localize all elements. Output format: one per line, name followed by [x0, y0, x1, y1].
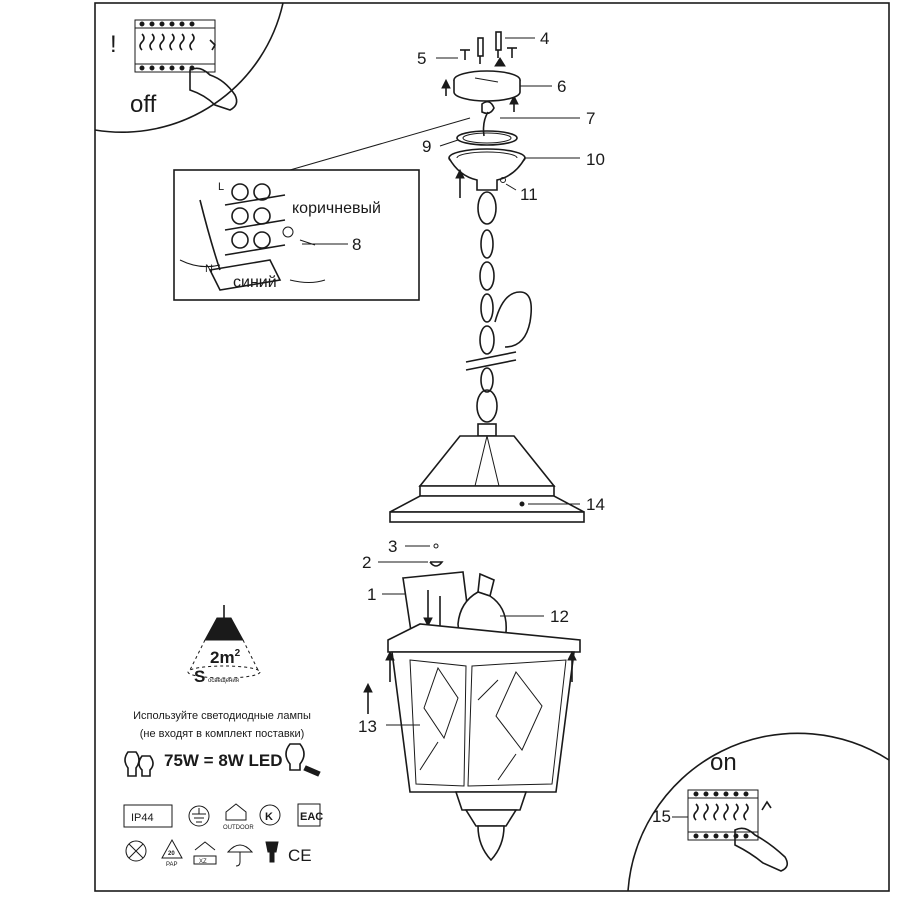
switch-on-inset: on 15 — [627, 732, 890, 892]
callout-11: 11 — [520, 185, 538, 204]
wire-connector-icon — [481, 100, 495, 137]
area-caption: освещения — [208, 678, 239, 684]
callout-1: 1 — [367, 585, 376, 604]
page-frame — [94, 2, 890, 892]
callout-14: 14 — [586, 495, 605, 514]
hand-on-icon — [734, 800, 789, 872]
breaker-block-off-icon — [134, 19, 216, 73]
switch-off-label: off — [130, 91, 157, 118]
switch-on-label: on — [710, 749, 737, 776]
eac-badge — [297, 803, 321, 827]
no-dispose-icon — [125, 840, 147, 862]
switch-off-inset: ! off — [94, 2, 284, 133]
mount-screws-icon — [441, 31, 519, 112]
cert-row-1: IP44 OUTDOOR K EAC — [123, 803, 323, 831]
svg-text:20: 20 — [168, 851, 175, 857]
lantern-cap — [389, 423, 585, 523]
live-mark: L — [218, 181, 224, 193]
brown-wire-label: коричневый — [292, 200, 381, 217]
svg-text:XZ: XZ — [199, 859, 207, 865]
hand-off-icon — [189, 39, 238, 111]
illumination-area: 2m2 S освещения — [187, 605, 261, 686]
callout-6: 6 — [557, 77, 566, 96]
incandescent-bulbs-icon — [124, 751, 154, 777]
cert-row-2: 20 PAP XZ CE — [125, 838, 312, 868]
svg-text:OUTDOOR: OUTDOOR — [223, 825, 254, 831]
led-bulb-icon — [285, 743, 321, 777]
svg-text:EAC: EAC — [300, 811, 323, 823]
wiring-detail: L N коричневый 8 синий — [173, 117, 471, 301]
lantern-body — [387, 623, 581, 862]
canopy-cup — [448, 148, 526, 191]
callout-5: 5 — [417, 49, 426, 68]
pendant-lamp-icon — [204, 617, 244, 641]
led-equivalence: 75W = 8W LED — [164, 751, 283, 770]
ks-mark-icon: K — [259, 804, 281, 826]
callout-4: 4 — [540, 29, 549, 48]
chain — [465, 191, 533, 423]
led-note-line1: Используйте светодиодные лампы — [133, 710, 311, 722]
area-value: 2m2 — [210, 648, 241, 667]
ce-mark: CE — [288, 846, 312, 865]
umbrella-icon — [226, 844, 254, 867]
area-symbol: S — [194, 667, 205, 686]
breaker-block-on-icon — [687, 789, 759, 841]
gasket-ring — [456, 130, 518, 146]
blue-wire-label: синий — [233, 274, 277, 291]
ground-icon — [188, 805, 210, 827]
ceiling-plate — [453, 70, 521, 102]
outdoor-house-icon: OUTDOOR — [223, 803, 254, 831]
callout-2: 2 — [362, 553, 371, 572]
svg-text:K: K — [265, 811, 273, 823]
callout-7: 7 — [586, 109, 595, 128]
glass-fragile-icon — [265, 841, 279, 863]
callout-9: 9 — [422, 137, 431, 156]
xz-icon: XZ — [193, 841, 217, 865]
led-note-line2: (не входят в комплект поставки) — [140, 728, 305, 740]
warning-mark: ! — [110, 31, 117, 58]
ip-rating-badge — [123, 804, 173, 828]
recycle-icon: 20 PAP — [161, 838, 183, 868]
callout-8: 8 — [352, 235, 361, 254]
callout-3: 3 — [388, 537, 397, 556]
svg-text:PAP: PAP — [166, 862, 178, 868]
callout-12: 12 — [550, 607, 569, 626]
terminal-block-icon — [199, 183, 294, 291]
callout-15: 15 — [652, 807, 671, 826]
callout-13: 13 — [358, 717, 377, 736]
neutral-mark: N — [205, 263, 213, 275]
svg-text:IP44: IP44 — [131, 812, 154, 824]
callout-10: 10 — [586, 150, 605, 169]
